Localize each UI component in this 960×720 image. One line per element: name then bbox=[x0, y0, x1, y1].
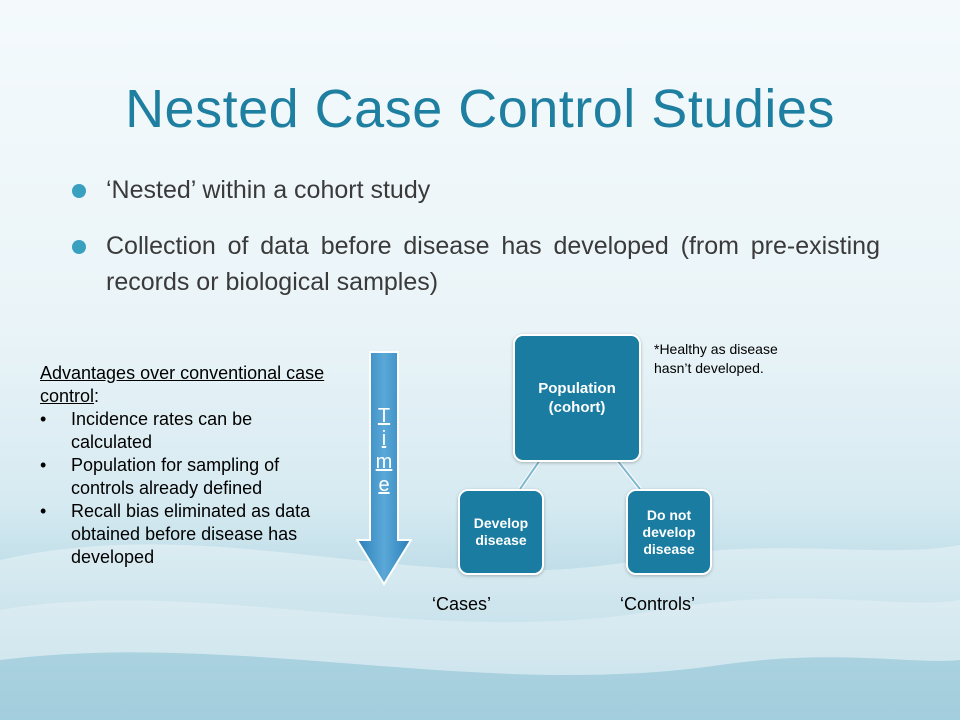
bullet-glyph: • bbox=[40, 501, 47, 521]
advantages-heading-colon: : bbox=[94, 386, 100, 406]
advantage-text: Population for sampling of controls alre… bbox=[71, 455, 280, 498]
bullet-item: ‘Nested’ within a cohort study bbox=[70, 172, 880, 208]
controls-label: ‘Controls’ bbox=[620, 594, 696, 614]
time-letter: m bbox=[375, 451, 393, 473]
advantages-heading: Advantages over conventional case contro… bbox=[40, 362, 330, 408]
develop-disease-node: Develop disease bbox=[458, 489, 544, 575]
bullet-text: ‘Nested’ within a cohort study bbox=[106, 176, 431, 204]
connector-no-develop-inner bbox=[616, 459, 641, 490]
bullet-dot-icon bbox=[72, 184, 86, 198]
bullet-glyph: • bbox=[40, 409, 47, 429]
advantage-item: • Recall bias eliminated as data obtained… bbox=[40, 500, 330, 569]
no-disease-node: Do not develop disease bbox=[626, 489, 712, 575]
advantage-item: • Incidence rates can be calculated bbox=[40, 408, 330, 454]
time-letter: i bbox=[381, 428, 387, 450]
population-node: Population (cohort) bbox=[513, 334, 641, 462]
time-letter: T bbox=[377, 405, 391, 427]
time-arrow-icon bbox=[356, 351, 412, 586]
advantages-box: Advantages over conventional case contro… bbox=[40, 362, 330, 569]
bullet-text: Collection of data before disease has de… bbox=[106, 232, 880, 296]
cases-label: ‘Cases’ bbox=[432, 594, 492, 614]
slide-title: Nested Case Control Studies bbox=[125, 79, 835, 139]
time-letter: e bbox=[378, 474, 390, 496]
advantage-item: • Population for sampling of controls alr… bbox=[40, 454, 330, 500]
time-label: T i m e bbox=[366, 405, 402, 497]
advantage-text: Incidence rates can be calculated bbox=[71, 409, 253, 452]
bullet-item: Collection of data before disease has de… bbox=[70, 228, 880, 300]
advantage-text: Recall bias eliminated as data obtained … bbox=[71, 501, 311, 567]
healthy-note: *Healthy as disease hasn’t developed. bbox=[654, 341, 778, 376]
bullet-glyph: • bbox=[40, 455, 47, 475]
main-bullet-list: ‘Nested’ within a cohort study Collectio… bbox=[70, 172, 880, 320]
advantages-list: • Incidence rates can be calculated • Popu… bbox=[40, 408, 330, 569]
advantages-heading-text: Advantages over conventional case contro… bbox=[40, 363, 325, 406]
connector-develop-inner bbox=[519, 459, 541, 490]
bullet-dot-icon bbox=[72, 240, 86, 254]
